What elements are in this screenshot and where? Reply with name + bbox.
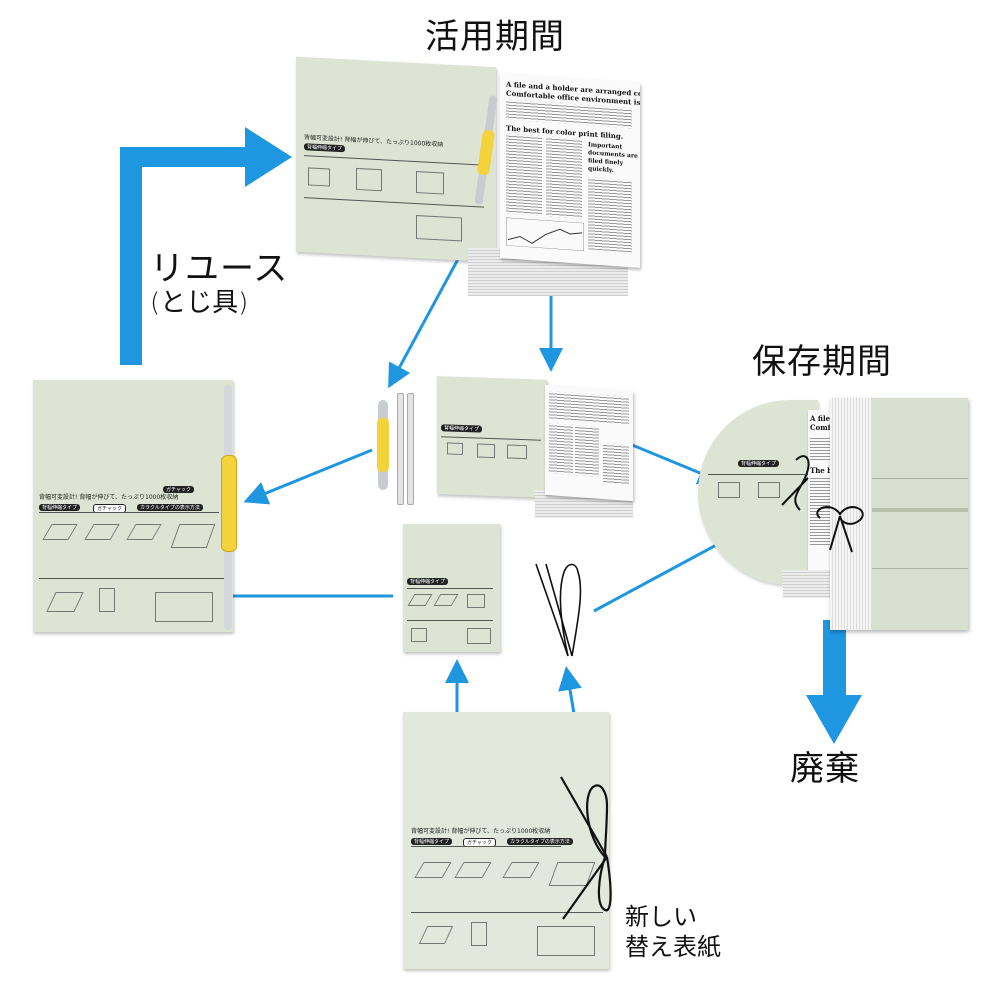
- text-lines: [549, 391, 629, 425]
- sketch-icon: [433, 594, 459, 606]
- sketch-icon: [99, 588, 115, 612]
- arrow-clip-to-reuse: [243, 448, 373, 505]
- cover-divider: [708, 474, 808, 475]
- closed-box-file: [830, 398, 968, 630]
- binder-prong-icon: [397, 393, 404, 505]
- sketch-icon: [416, 215, 462, 242]
- arrow-active-to-clip: [388, 236, 472, 389]
- sketch-icon: [507, 444, 527, 460]
- sketch-icon: [42, 524, 78, 540]
- cover-band: 背幅伸縮タイプ: [441, 424, 483, 433]
- box-divider: [872, 568, 968, 569]
- cover-band-tail: カラクルタイプの表示方法: [137, 504, 203, 511]
- cover-divider: [441, 436, 541, 441]
- label-reuse-sub: (とじ具): [150, 288, 249, 318]
- cover-headline: 背幅可変設計! 背幅が伸びて、たっぷり1000枚収納: [39, 494, 179, 501]
- cover-headline: 背幅可変設計! 背幅が伸びて、たっぷり1000枚収納: [411, 828, 551, 835]
- cover-pill: ガチャック: [163, 486, 194, 493]
- cover-band: 背幅伸縮タイプ: [407, 578, 449, 585]
- sketch-icon: [414, 862, 452, 878]
- binder-clip-icon: [377, 418, 389, 472]
- sketch-icon: [758, 482, 780, 498]
- label-storage-period: 保存期間: [752, 342, 892, 382]
- replacement-cover-illustration: 背幅伸縮タイプ: [403, 524, 500, 652]
- sketch-icon: [126, 524, 162, 540]
- cover-band: 背幅伸縮タイプ: [39, 504, 81, 511]
- sketch-icon: [467, 628, 491, 644]
- cover-band: 背幅伸縮タイプ: [411, 838, 453, 845]
- tie-string-icon: [535, 563, 582, 657]
- binder-prong-icon: [407, 393, 414, 505]
- sketch-icon: [46, 592, 84, 612]
- cover-band: 背幅伸縮タイプ: [304, 143, 346, 153]
- text-lines: [546, 136, 582, 219]
- reuse-file-illustration: 背幅可変設計! 背幅が伸びて、たっぷり1000枚収納 ガチャック 背幅伸縮タイプ…: [33, 380, 233, 632]
- doc-line-chart-icon: [506, 217, 584, 251]
- binder-clip-icon: [221, 455, 237, 552]
- sketch-icon: [416, 171, 444, 195]
- paper-edge: [830, 398, 872, 630]
- storage-doc-subheading: The best: [810, 466, 844, 475]
- label-reuse: リユース: [150, 249, 289, 289]
- active-document-page: A file and a holder are arranged collect…: [500, 73, 640, 268]
- sketch-icon: [471, 922, 487, 946]
- sketch-icon: [477, 443, 495, 459]
- box-divider: [872, 478, 968, 479]
- text-lines: [575, 425, 599, 477]
- middle-document-page: [545, 384, 633, 502]
- sketch-icon: [502, 862, 540, 878]
- sketch-icon: [356, 167, 382, 192]
- sketch-icon: [308, 167, 330, 187]
- active-file-cover: 背幅可変設計! 背幅が伸びて、たっぷり1000枚収納 背幅伸縮タイプ: [296, 56, 496, 263]
- text-lines: [506, 133, 542, 217]
- middle-file-cover: 背幅伸縮タイプ: [437, 376, 547, 498]
- sketch-icon: [537, 926, 595, 956]
- tie-string-icon: [781, 455, 864, 553]
- sketch-icon: [155, 592, 213, 622]
- cover-divider: [304, 197, 484, 208]
- cover-divider: [411, 912, 603, 913]
- label-active-period: 活用期間: [425, 17, 565, 57]
- new-cover-illustration: 背幅可変設計! 背幅が伸びて、たっぷり1000枚収納 背幅伸縮タイプ ガチャック…: [403, 712, 609, 969]
- text-lines: [588, 177, 632, 253]
- text-lines: [603, 442, 629, 485]
- cover-divider: [411, 846, 561, 847]
- cover-band-tail: カラクルタイプの表示方法: [507, 838, 573, 845]
- label-new-cover-2: 替え表紙: [625, 933, 721, 961]
- doc-quote-4: quickly.: [588, 165, 614, 175]
- sketch-icon: [407, 594, 433, 606]
- dispose-arrow-icon: [806, 620, 862, 744]
- sketch-icon: [411, 628, 427, 642]
- cover-divider: [304, 155, 484, 166]
- text-lines: [549, 423, 573, 475]
- box-divider: [872, 508, 968, 512]
- label-dispose: 廃棄: [790, 749, 860, 789]
- sketch-icon: [170, 524, 216, 548]
- storage-doc-heading-1: A file: [810, 414, 831, 423]
- sketch-icon: [718, 482, 740, 498]
- storage-doc-heading-2: Comf: [810, 423, 831, 432]
- sketch-icon: [454, 862, 492, 878]
- sketch-icon: [467, 594, 485, 608]
- tie-string-icon: [560, 776, 612, 920]
- sketch-icon: [447, 442, 463, 455]
- cover-divider: [407, 620, 493, 621]
- sketch-icon: [84, 524, 120, 540]
- reuse-arrow-icon: [120, 127, 292, 365]
- cover-divider: [39, 512, 219, 513]
- cover-divider: [39, 578, 225, 579]
- cover-divider: [407, 588, 493, 589]
- cover-band: 背幅伸縮タイプ: [738, 460, 780, 467]
- label-new-cover-1: 新しい: [625, 903, 697, 931]
- sketch-icon: [418, 926, 454, 944]
